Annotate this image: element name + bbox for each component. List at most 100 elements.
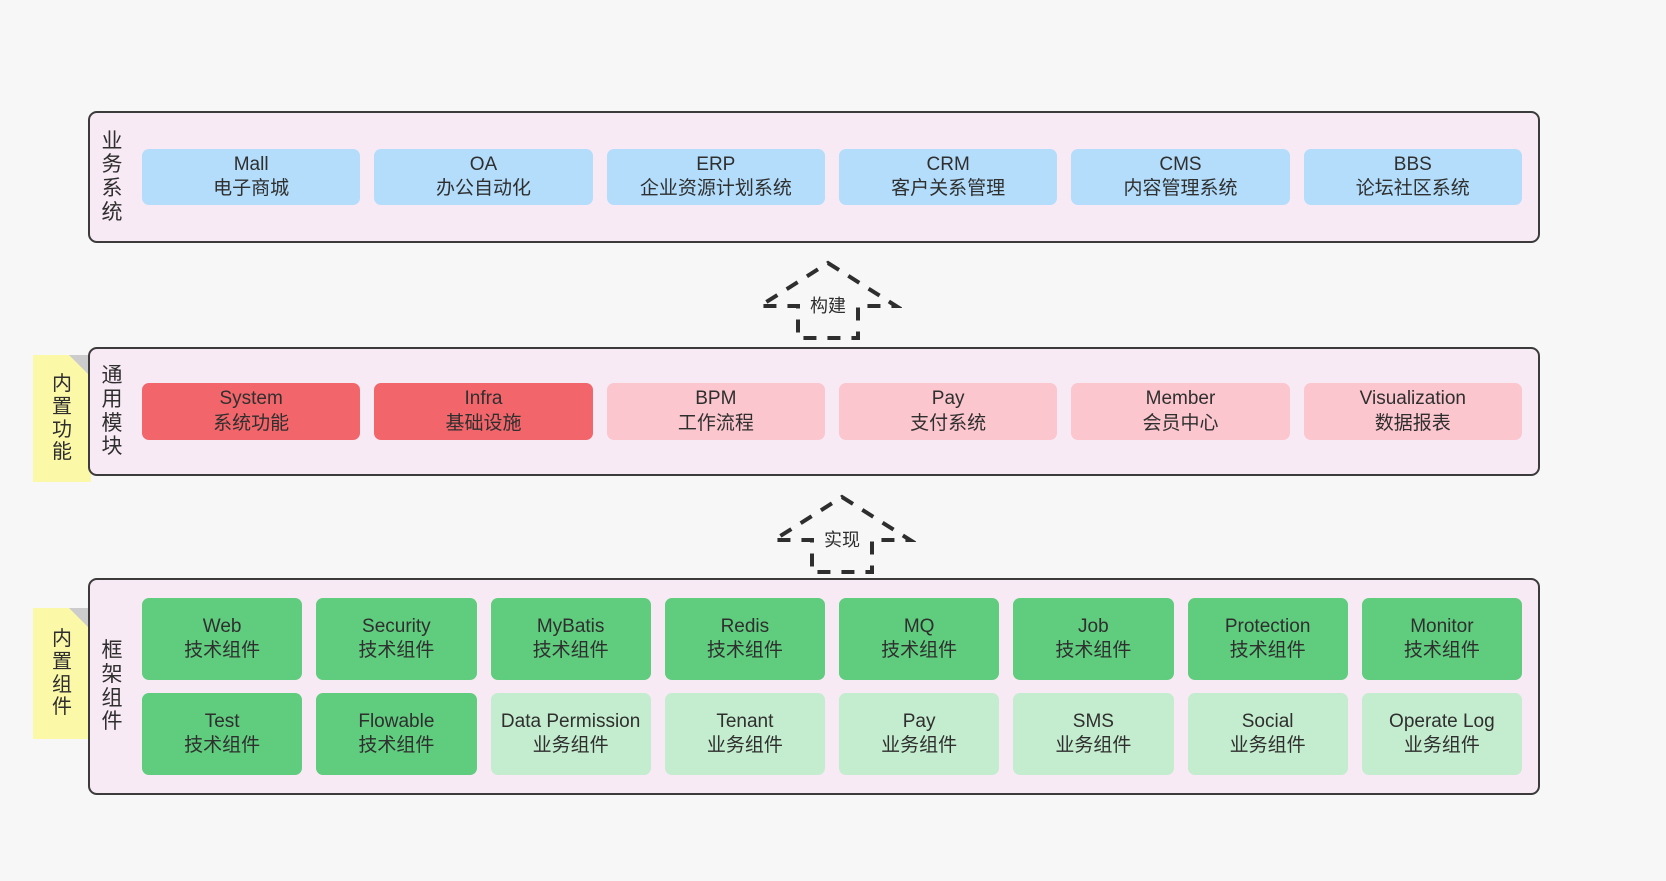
card-protection[interactable]: Protection 技术组件 [1187,598,1348,680]
card-sms[interactable]: SMS 业务组件 [1013,693,1174,775]
card-pay-business[interactable]: Pay 业务组件 [839,693,1000,775]
card-subtitle: 业务组件 [881,735,958,756]
card-test[interactable]: Test 技术组件 [142,693,303,775]
card-subtitle: 技术组件 [532,640,609,661]
card-title: Protection [1224,615,1311,637]
card-infra[interactable]: Infra 基础设施 [374,383,593,440]
card-title: Pay [902,710,936,732]
card-subtitle: 技术组件 [358,735,435,756]
card-bbs[interactable]: BBS 论坛社区系统 [1303,148,1522,206]
card-title: Monitor [1410,615,1474,637]
card-security[interactable]: Security 技术组件 [316,598,477,680]
card-subtitle: 技术组件 [358,640,435,661]
layer-business-system: 业 务 系 统 Mall 电子商城 OA 办公自动化 ERP 企业资源计划系统 … [88,111,1540,243]
card-title: Infra [464,388,503,410]
card-subtitle: 基础设施 [445,412,522,434]
card-title: Social [1241,710,1294,732]
card-monitor[interactable]: Monitor 技术组件 [1361,598,1522,680]
card-row: Mall 电子商城 OA 办公自动化 ERP 企业资源计划系统 CRM 客户关系… [142,148,1522,206]
card-visualization[interactable]: Visualization 数据报表 [1303,383,1522,440]
card-subtitle: 电子商城 [213,178,290,199]
card-title: Data Permission [500,710,641,732]
card-social[interactable]: Social 业务组件 [1187,693,1348,775]
layer-common-module-label: 通 用 模 块 [101,364,123,459]
card-subtitle: 企业资源计划系统 [639,178,792,199]
card-title: Tenant [716,710,774,732]
card-title: Security [362,615,431,637]
note-fold-icon [69,608,91,630]
card-title: ERP [696,153,736,175]
card-data-permission[interactable]: Data Permission 业务组件 [490,693,651,775]
card-mq[interactable]: MQ 技术组件 [839,598,1000,680]
card-subtitle: 技术组件 [184,640,261,661]
implement-arrow-shape [767,494,917,574]
note-line: 内 置 组 件 [52,627,72,719]
card-subtitle: 技术组件 [184,735,261,756]
card-subtitle: 技术组件 [1229,640,1306,661]
card-subtitle: 系统功能 [213,412,290,434]
card-row: Test 技术组件 Flowable 技术组件 Data Permission … [142,693,1522,775]
note-fold-icon [69,355,91,377]
card-mybatis[interactable]: MyBatis 技术组件 [490,598,651,680]
card-subtitle: 业务组件 [706,735,783,756]
card-subtitle: 工作流程 [677,412,754,434]
card-title: Test [204,710,240,732]
layer-framework-component-body: Web 技术组件 Security 技术组件 MyBatis 技术组件 Redi… [134,580,1538,793]
card-title: Pay [931,388,965,410]
card-title: OA [469,153,498,175]
note-builtin-component: 内 置 组 件 [33,608,91,739]
card-subtitle: 业务组件 [1403,735,1480,756]
note-builtin-feature: 内 置 功 能 [33,355,91,482]
layer-business-system-label: 业 务 系 统 [101,129,123,224]
layer-framework-component: 框 架 组 件 Web 技术组件 Security 技术组件 MyBatis 技… [88,578,1540,795]
card-redis[interactable]: Redis 技术组件 [664,598,825,680]
layer-common-module: 通 用 模 块 System 系统功能 Infra 基础设施 BPM 工作流程 … [88,347,1540,476]
card-subtitle: 技术组件 [881,640,958,661]
card-title: Visualization [1359,388,1466,410]
card-title: CRM [926,153,970,175]
card-title: BPM [695,388,737,410]
layer-business-system-body: Mall 电子商城 OA 办公自动化 ERP 企业资源计划系统 CRM 客户关系… [134,113,1538,241]
card-subtitle: 支付系统 [910,412,987,434]
card-subtitle: 办公自动化 [435,178,531,199]
card-subtitle: 技术组件 [1055,640,1132,661]
card-subtitle: 客户关系管理 [891,178,1006,199]
implement-arrow-label: 实现 [824,530,860,550]
note-line: 内 置 功 能 [52,372,72,464]
layer-common-module-body: System 系统功能 Infra 基础设施 BPM 工作流程 Pay 支付系统… [134,349,1538,474]
layer-framework-component-label: 框 架 组 件 [101,639,123,734]
card-mall[interactable]: Mall 电子商城 [142,148,361,206]
card-subtitle: 论坛社区系统 [1355,178,1470,199]
card-subtitle: 内容管理系统 [1123,178,1238,199]
card-member[interactable]: Member 会员中心 [1071,383,1290,440]
build-arrow-label: 构建 [810,296,846,316]
card-web[interactable]: Web 技术组件 [142,598,303,680]
card-subtitle: 技术组件 [1403,640,1480,661]
card-title: System [219,388,283,410]
card-title: MQ [903,615,935,637]
card-erp[interactable]: ERP 企业资源计划系统 [606,148,825,206]
card-subtitle: 业务组件 [532,735,609,756]
card-title: Redis [720,615,770,637]
build-arrow-shape [753,260,903,340]
card-title: Job [1078,615,1109,637]
card-oa[interactable]: OA 办公自动化 [374,148,593,206]
card-title: Mall [233,153,269,175]
card-title: CMS [1159,153,1202,175]
card-flowable[interactable]: Flowable 技术组件 [316,693,477,775]
card-operate-log[interactable]: Operate Log 业务组件 [1361,693,1522,775]
card-pay[interactable]: Pay 支付系统 [838,383,1058,440]
card-cms[interactable]: CMS 内容管理系统 [1071,148,1290,206]
card-title: MyBatis [536,615,605,637]
card-subtitle: 会员中心 [1142,412,1219,434]
card-subtitle: 业务组件 [1055,735,1132,756]
card-system[interactable]: System 系统功能 [142,383,361,440]
build-arrow: 构建 [753,258,903,342]
card-crm[interactable]: CRM 客户关系管理 [838,148,1058,206]
card-tenant[interactable]: Tenant 业务组件 [664,693,825,775]
card-title: Web [202,615,242,637]
card-job[interactable]: Job 技术组件 [1013,598,1174,680]
card-bpm[interactable]: BPM 工作流程 [606,383,825,440]
card-subtitle: 业务组件 [1229,735,1306,756]
